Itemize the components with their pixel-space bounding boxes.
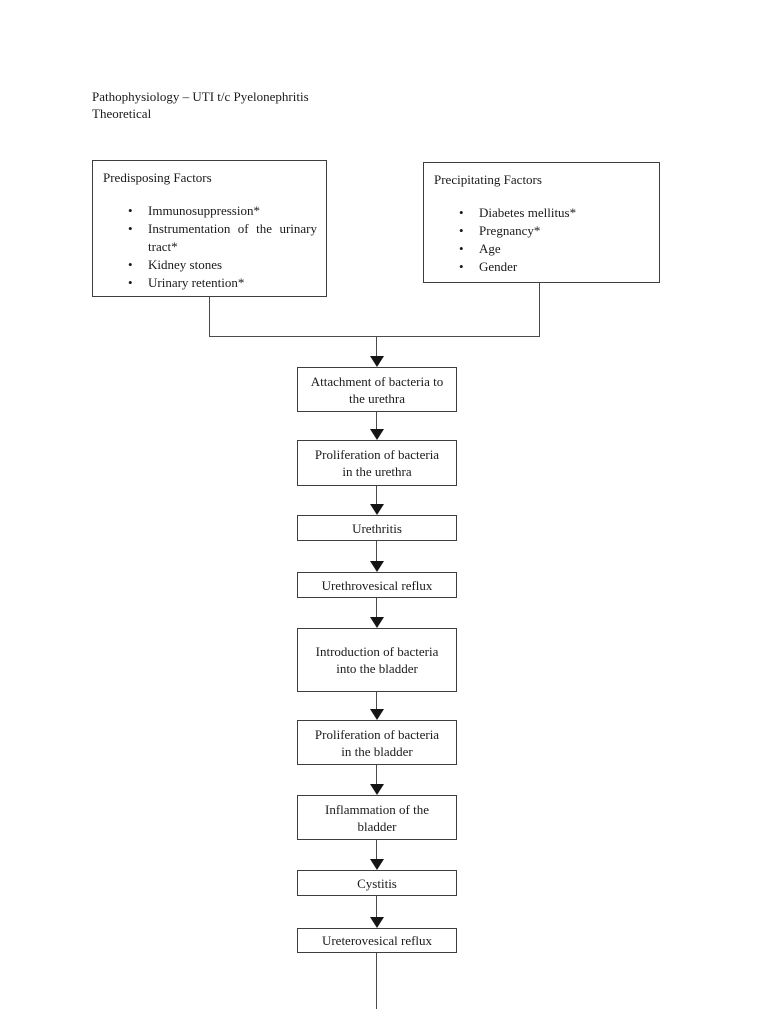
list-item: • Pregnancy*: [459, 222, 650, 240]
title-line-2: Theoretical: [92, 106, 152, 121]
list-item: • Diabetes mellitus*: [459, 204, 650, 222]
arrow-down-icon: [370, 429, 384, 440]
bullet-icon: •: [459, 223, 464, 238]
predisposing-factors-title: Predisposing Factors: [103, 170, 212, 185]
page-title: Pathophysiology – UTI t/c Pyelonephritis…: [92, 88, 309, 122]
arrow-down-icon: [370, 561, 384, 572]
list-item: • Kidney stones: [128, 256, 317, 274]
arrow-down-icon: [370, 617, 384, 628]
arrow-stem: [376, 486, 377, 504]
arrow-down-icon: [370, 784, 384, 795]
arrow-stem: [376, 541, 377, 561]
connector-line-tail: [376, 953, 377, 1009]
arrow-down-icon: [370, 859, 384, 870]
arrow-down-icon: [370, 356, 384, 367]
connector-line-right: [539, 283, 540, 336]
bullet-icon: •: [128, 203, 133, 218]
list-item: • Instrumentation of the urinary tract*: [128, 220, 317, 256]
flow-box-label: Proliferation of bacteria in the bladder: [314, 726, 440, 759]
bullet-icon: •: [128, 257, 133, 272]
flow-box-label: Inflammation of the bladder: [325, 801, 429, 834]
flow-box-label: Ureterovesical reflux: [321, 933, 433, 948]
bullet-icon: •: [459, 259, 464, 274]
flow-box-proliferation-urethra: Proliferation of bacteria in the urethra: [297, 440, 457, 486]
flow-box-attachment-of-bacteria: Attachment of bacteria to the urethra: [297, 367, 457, 412]
flow-box-cystitis: Cystitis: [297, 870, 457, 896]
flow-box-urethrovesical-reflux: Urethrovesical reflux: [297, 572, 457, 598]
list-item-label: Urinary retention*: [148, 275, 245, 290]
list-item: • Gender: [459, 258, 650, 276]
flow-box-label: Urethrovesical reflux: [321, 577, 433, 593]
list-item-label: Pregnancy*: [479, 223, 541, 238]
arrow-down-icon: [370, 504, 384, 515]
predisposing-factors-box: Predisposing Factors • Immunosuppression*…: [92, 160, 327, 297]
precipitating-factors-title: Precipitating Factors: [434, 172, 542, 187]
flow-box-proliferation-bladder: Proliferation of bacteria in the bladder: [297, 720, 457, 765]
flow-box-label: Attachment of bacteria to the urethra: [310, 373, 444, 406]
list-item-label: Gender: [479, 259, 518, 274]
list-item: • Urinary retention*: [128, 274, 317, 292]
list-item-label: Instrumentation of the urinary tract*: [148, 221, 317, 254]
arrow-stem: [376, 412, 377, 429]
list-item: • Age: [459, 240, 650, 258]
arrow-down-icon: [370, 917, 384, 928]
list-item-label: Diabetes mellitus*: [479, 205, 577, 220]
flow-box-label: Proliferation of bacteria in the urethra: [314, 447, 440, 479]
bullet-icon: •: [459, 241, 464, 256]
arrow-stem: [376, 692, 377, 709]
bullet-icon: •: [128, 221, 133, 236]
flow-box-urethritis: Urethritis: [297, 515, 457, 541]
precipitating-factors-list: • Diabetes mellitus* • Pregnancy* • Age • Ge…: [424, 204, 650, 276]
flow-box-label: Introduction of bacteria into the bladde…: [315, 644, 439, 676]
flow-box-introduction-bladder: Introduction of bacteria into the bladde…: [297, 628, 457, 692]
connector-line-center: [376, 336, 377, 357]
bullet-icon: •: [459, 205, 464, 220]
list-item-label: Age: [479, 241, 501, 256]
arrow-stem: [376, 598, 377, 617]
connector-line-left: [209, 297, 210, 336]
precipitating-factors-box: Precipitating Factors • Diabetes mellitus…: [423, 162, 660, 283]
connector-line-horizontal: [209, 336, 540, 337]
flow-box-label: Urethritis: [352, 520, 402, 536]
bullet-icon: •: [128, 275, 133, 290]
arrow-stem: [376, 840, 377, 859]
title-line-1: Pathophysiology – UTI t/c Pyelonephritis: [92, 89, 309, 104]
list-item-label: Kidney stones: [148, 257, 223, 272]
list-item-label: Immunosuppression*: [148, 203, 260, 218]
flow-box-inflammation-bladder: Inflammation of the bladder: [297, 795, 457, 840]
arrow-down-icon: [370, 709, 384, 720]
arrow-stem: [376, 896, 377, 917]
flow-box-label: Cystitis: [357, 875, 397, 891]
arrow-stem: [376, 765, 377, 784]
list-item: • Immunosuppression*: [128, 202, 317, 220]
predisposing-factors-list: • Immunosuppression* • Instrumentation of …: [93, 202, 317, 292]
flow-box-ureterovesical-reflux: Ureterovesical reflux: [297, 928, 457, 953]
